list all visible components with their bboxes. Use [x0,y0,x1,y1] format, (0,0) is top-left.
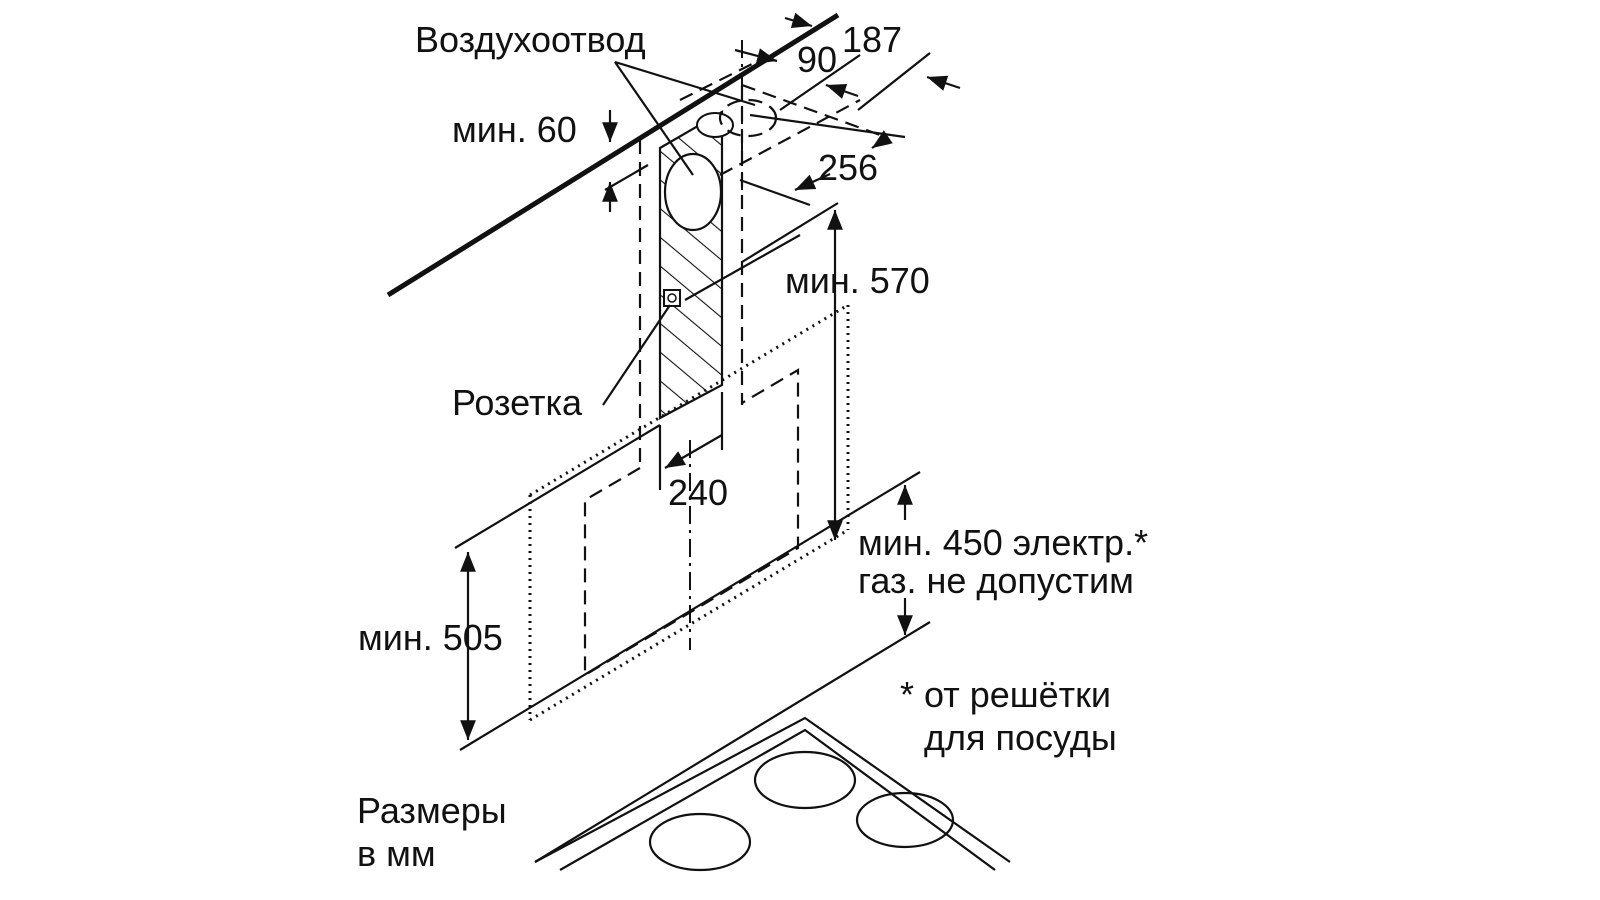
label-dim-256: 256 [818,147,878,188]
label-min-450-line2: газ. не допустим [858,560,1134,601]
cooktop [534,621,1011,872]
footnote-line1: * от решётки [900,674,1111,715]
label-socket: Розетка [452,382,583,423]
dimension-lines [454,12,961,751]
units-line2: в мм [357,833,436,874]
label-min-60: мин. 60 [452,109,577,150]
footnote-line2: для посуды [924,717,1117,758]
label-min-570: мин. 570 [785,260,930,301]
chimney-outline [638,40,881,650]
hood-outline [528,303,850,722]
socket-icon [663,289,681,307]
label-dim-90: 90 [797,39,837,80]
label-dim-240: 240 [668,472,728,513]
label-min-505: мин. 505 [358,617,503,658]
label-air-duct: Воздухоотвод [415,19,646,60]
label-dim-187: 187 [842,19,902,60]
label-min-450-line1: мин. 450 электр.* [858,522,1148,563]
duct-hatched [658,110,734,420]
units-line1: Размеры [357,790,507,831]
